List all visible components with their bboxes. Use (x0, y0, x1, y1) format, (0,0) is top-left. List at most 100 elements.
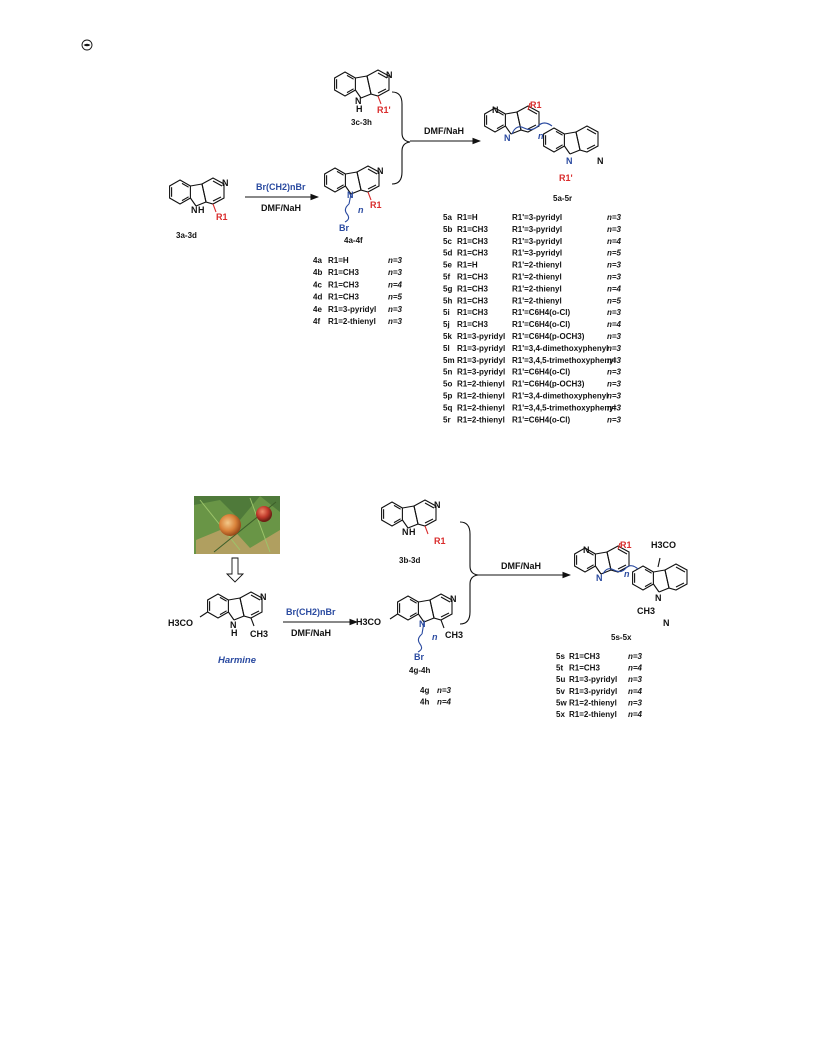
list-item-n: n=4 (607, 320, 622, 329)
list-item-r1: R1=CH3 (457, 308, 488, 317)
list-item-id: 5j (443, 320, 450, 329)
list-item-id: 5g (443, 284, 452, 293)
list-item-r1p: R1'=3-pyridyl (512, 213, 562, 222)
list-item-n: n=4 (607, 237, 622, 246)
list-item-n: n=3 (607, 356, 622, 365)
list-item-n: n=4 (628, 664, 643, 673)
list-item-r1: R1=CH3 (328, 293, 359, 302)
atom-n: N (655, 593, 662, 603)
harmine-label: Harmine (218, 655, 257, 666)
label-4a-4f: 4a-4f (344, 236, 363, 245)
list-item-r1: R1=CH3 (457, 237, 488, 246)
atom-n: N (596, 573, 603, 583)
list-item-id: 5a (443, 213, 452, 222)
atom-n: N (419, 619, 426, 629)
list-item-id: 5q (443, 403, 452, 412)
list-item-n: n=3 (607, 225, 622, 234)
list-item-id: 5b (443, 225, 452, 234)
atom-nh-n: N (355, 96, 362, 106)
list-item-n: n=3 (628, 698, 643, 707)
list-item-n: n=5 (607, 296, 622, 305)
list-item-r1: R1=2-thienyl (328, 317, 376, 326)
list-item-r1: R1=2-thienyl (457, 380, 505, 389)
list-item-r1p: R1'=C6H4(o-Cl) (512, 320, 570, 329)
list-item-r1p: R1'=2-thienyl (512, 261, 562, 270)
list-item-id: 5x (556, 710, 565, 719)
atom-ch3: CH3 (445, 630, 463, 640)
atom-n-index: n (538, 131, 544, 141)
brace-top (391, 91, 411, 185)
list-item-n: n=3 (607, 344, 622, 353)
structure-4g-4h (389, 593, 453, 653)
list-item-r1: R1=3-pyridyl (328, 305, 376, 314)
list-item-r1: R1=CH3 (457, 225, 488, 234)
list-item-id: 5f (443, 273, 450, 282)
atom-br: Br (414, 652, 424, 662)
list-item-id: 5n (443, 368, 452, 377)
atom-r1p: R1' (377, 105, 391, 115)
atom-n: N (566, 156, 573, 166)
list-item-n: n=4 (388, 280, 403, 289)
list-item-r1p: R1'=2-thienyl (512, 273, 562, 282)
atom-ch3: CH3 (250, 629, 268, 639)
list-item-id: 4c (313, 280, 322, 289)
list-item-n: n=3 (607, 273, 622, 282)
atom-n: N (260, 592, 267, 602)
list-item-r1p: R1'=C6H4(p-OCH3) (512, 332, 585, 341)
atom-nh-n: N (230, 620, 237, 630)
structure-3b-3d (381, 499, 437, 535)
list-item-id: 5e (443, 261, 452, 270)
list-item-r1p: R1'=3-pyridyl (512, 249, 562, 258)
list-item-n: n=4 (437, 698, 452, 707)
list-item-n: n=3 (607, 403, 622, 412)
atom-n-index: n (624, 569, 630, 579)
list-item-r1: R1=CH3 (457, 284, 488, 293)
reagent-coupling-top: DMF/NaH (424, 126, 464, 136)
structure-5s-5x (574, 542, 688, 593)
list-item-r1: R1=2-thienyl (569, 698, 617, 707)
label-4g-4h: 4g-4h (409, 666, 430, 675)
reagent-dibromide-bottom: Br(CH2)nBr (286, 607, 336, 617)
list-item-id: 5d (443, 249, 452, 258)
list-item-r1: R1=3-pyridyl (569, 687, 617, 696)
list-item-r1p: R1'=2-thienyl (512, 284, 562, 293)
structure-harmine (199, 591, 263, 627)
atom-r1p: R1' (559, 173, 573, 183)
list-item-r1: R1=2-thienyl (457, 415, 505, 424)
list-item-r1: R1=3-pyridyl (457, 332, 505, 341)
list-item-r1: R1=CH3 (457, 273, 488, 282)
list-item-r1: R1=3-pyridyl (457, 368, 505, 377)
list-item-id: 4a (313, 256, 322, 265)
list-item-r1: R1=CH3 (457, 296, 488, 305)
list-item-id: 5p (443, 392, 452, 401)
label-5a-5r: 5a-5r (553, 194, 572, 203)
list-item-id: 5h (443, 296, 452, 305)
atom-n: N (222, 178, 229, 188)
atom-ch3: CH3 (637, 606, 655, 616)
atom-r1: R1 (434, 536, 446, 546)
reagent-base-bottom: DMF/NaH (291, 628, 331, 638)
atom-h3co: H3CO (651, 540, 676, 550)
list-item-id: 5v (556, 687, 565, 696)
list-item-id: 4b (313, 268, 322, 277)
reagent-dibromide-top: Br(CH2)nBr (256, 182, 306, 192)
list-item-id: 5s (556, 652, 565, 661)
atom-r1: R1 (370, 200, 382, 210)
list-item-id: 4d (313, 293, 322, 302)
list-item-n: n=3 (607, 332, 622, 341)
atom-n-index: n (358, 205, 364, 215)
list-item-id: 4f (313, 317, 320, 326)
atom-nh-h: H (356, 104, 363, 114)
label-3a-3d: 3a-3d (176, 231, 197, 240)
list-item-id: 5l (443, 344, 450, 353)
list-item-r1: R1=H (328, 256, 349, 265)
list-item-r1: R1=H (457, 213, 478, 222)
list-item-r1: R1=CH3 (328, 280, 359, 289)
atom-nh-h: H (409, 527, 416, 537)
atom-n: N (504, 133, 511, 143)
list-item-id: 5r (443, 415, 451, 424)
list-item-id: 5i (443, 308, 450, 317)
list-item-r1: R1=2-thienyl (457, 392, 505, 401)
